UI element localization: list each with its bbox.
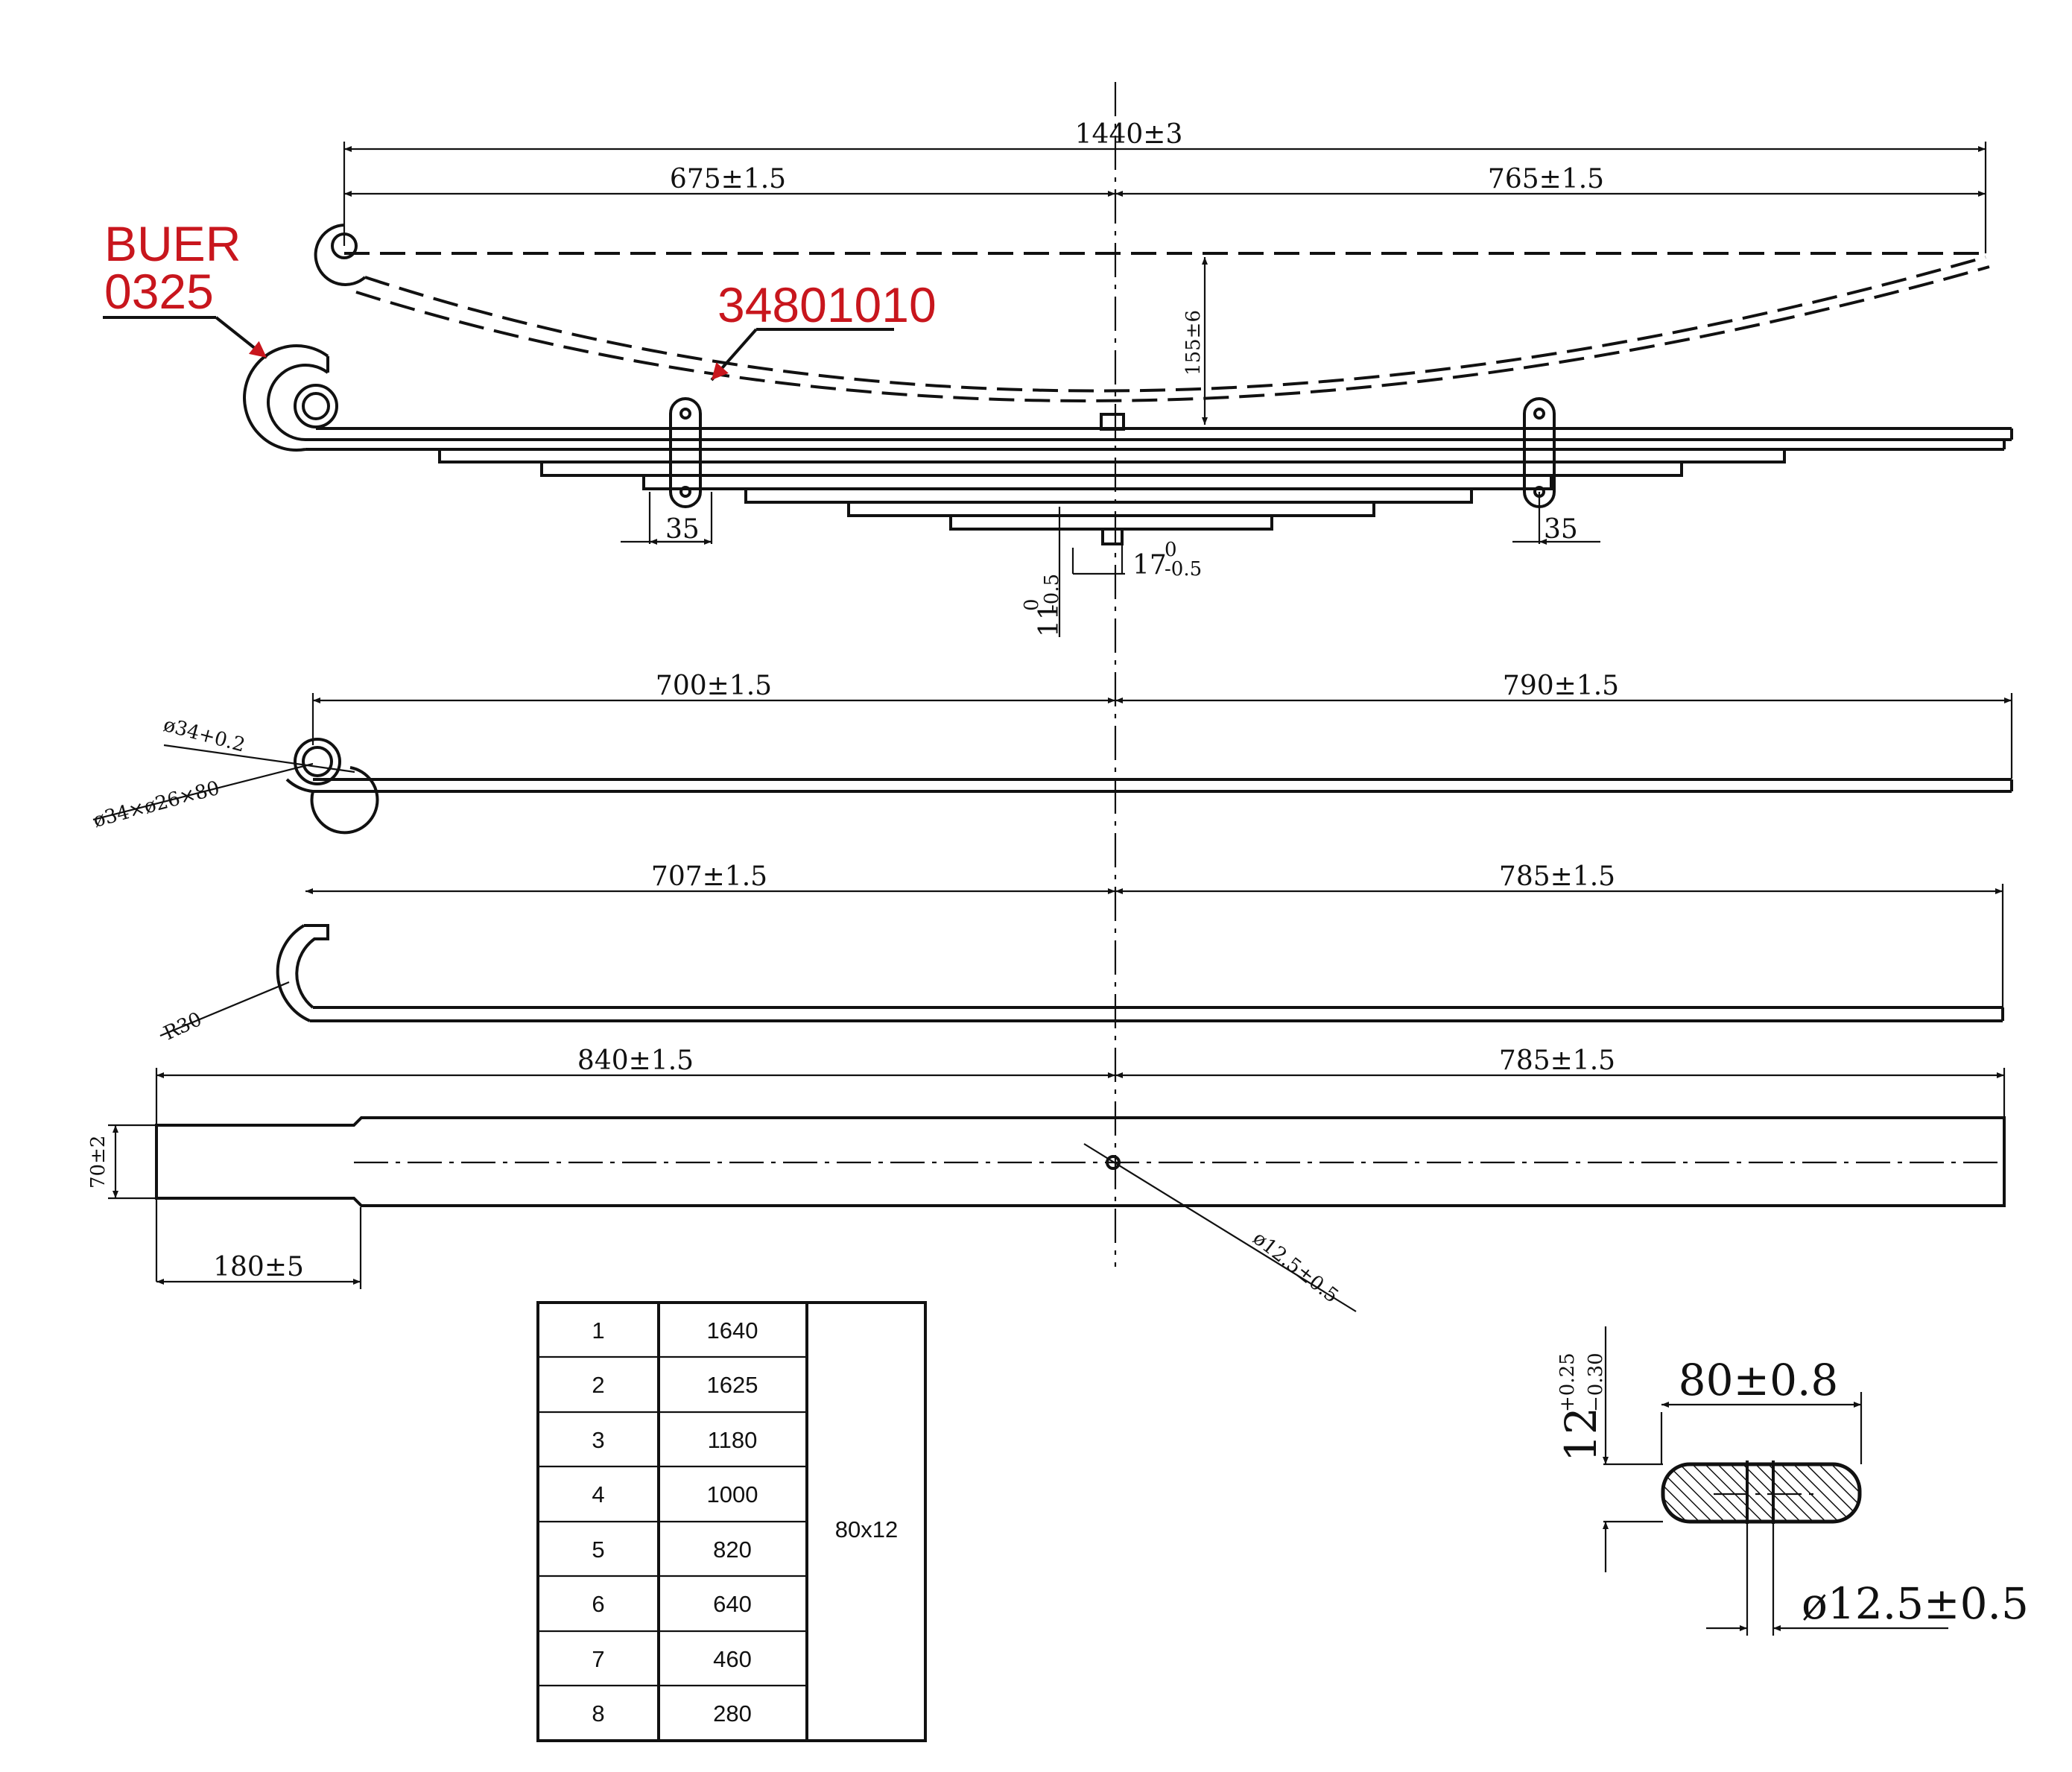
table-row: 3 1180 <box>592 1427 757 1453</box>
camber-dim: 155±6 <box>1182 257 1208 425</box>
part-number-callout: 34801010 <box>710 277 937 382</box>
leaf2-right-label: 785±1.5 <box>1499 861 1615 892</box>
section-thickness-label: 12 <box>1556 1407 1606 1462</box>
table-row: 2 1625 <box>592 1372 758 1398</box>
span-dims: 675±1.5 765±1.5 <box>344 164 1986 197</box>
free-state-outline <box>314 224 1990 402</box>
part-number-label: 34801010 <box>717 277 937 332</box>
svg-text:1180: 1180 <box>708 1427 758 1453</box>
svg-text:3: 3 <box>592 1427 604 1453</box>
section-thickness-tol-up: +0.25 <box>1556 1352 1579 1412</box>
left-span-label: 675±1.5 <box>670 164 786 194</box>
leaf2-left-label: 707±1.5 <box>651 861 767 892</box>
leaf2-detail: 707±1.5 785±1.5 R30 <box>159 861 2004 1045</box>
leaf1-left-label: 700±1.5 <box>656 671 772 701</box>
table-row: 5 820 <box>592 1537 751 1563</box>
plan-view: 840±1.5 785±1.5 ø12.5±0.5 70±2 180±5 <box>87 1045 2006 1312</box>
svg-text:2: 2 <box>592 1372 604 1398</box>
center-hole-label: ø12.5±0.5 <box>1249 1227 1343 1308</box>
svg-text:7: 7 <box>592 1646 604 1672</box>
bolt-b-tol-up: 0 <box>1021 598 1043 611</box>
bolt-a-tol-up: 0 <box>1165 539 1177 561</box>
section-thickness-tol-dn: −0.30 <box>1585 1352 1607 1412</box>
table-row: 8 280 <box>592 1700 751 1727</box>
eye-bushing-inner <box>294 384 338 428</box>
rebound-clip-right <box>1523 397 1556 508</box>
center-bolt-nut <box>1100 413 1125 431</box>
table-row: 7 460 <box>592 1646 751 1672</box>
leaf-stack <box>243 344 2013 545</box>
svg-text:4: 4 <box>592 1481 604 1507</box>
svg-text:640: 640 <box>713 1591 752 1617</box>
center-bolt-head <box>1101 528 1124 545</box>
brand-label: BUER <box>104 216 241 271</box>
overall-length-label: 1440±3 <box>1075 119 1183 150</box>
plan-width-label: 70±2 <box>87 1136 110 1189</box>
svg-text:1640: 1640 <box>707 1317 758 1344</box>
bolt-b-label: 11 <box>1034 603 1065 637</box>
wrap-radius-label: R30 <box>160 1008 205 1045</box>
cross-section: 80±0.8 12 +0.25 −0.30 ø12.5±0.5 <box>1556 1326 2029 1636</box>
table-row: 6 640 <box>592 1591 751 1617</box>
plan-right-label: 785±1.5 <box>1499 1045 1615 1076</box>
rebound-clip-left <box>669 397 702 508</box>
right-span-label: 765±1.5 <box>1488 164 1604 194</box>
svg-text:8: 8 <box>592 1700 604 1727</box>
bolt-a-label: 17 <box>1132 550 1167 580</box>
clip-dim-right: 35 <box>1512 492 1600 545</box>
svg-text:6: 6 <box>592 1591 604 1617</box>
svg-text:1000: 1000 <box>707 1481 758 1507</box>
svg-text:460: 460 <box>713 1646 752 1672</box>
brand-callout: BUER 0325 <box>103 216 268 359</box>
svg-text:1: 1 <box>592 1317 604 1344</box>
svg-text:1625: 1625 <box>707 1372 758 1398</box>
plan-left-label: 840±1.5 <box>577 1045 694 1076</box>
overall-length-dim: 1440±3 <box>343 119 1987 253</box>
table-row: 1 1640 <box>592 1317 758 1344</box>
leaf1-right-label: 790±1.5 <box>1503 671 1619 701</box>
svg-text:280: 280 <box>713 1700 752 1727</box>
taper-length-label: 180±5 <box>213 1252 304 1282</box>
section-width-label: 80±0.8 <box>1679 1355 1839 1405</box>
bolt-a-tol-dn: -0.5 <box>1165 558 1202 580</box>
leaf-table: 1 1640 2 1625 3 1180 4 1000 5 820 6 640 … <box>536 1301 927 1742</box>
clip-dim-left: 35 <box>621 492 713 545</box>
camber-label: 155±6 <box>1182 310 1205 376</box>
section-hole-label: ø12.5±0.5 <box>1802 1578 2029 1629</box>
table-row: 4 1000 <box>592 1481 758 1507</box>
table-section-cell: 80x12 <box>835 1516 898 1542</box>
svg-text:820: 820 <box>713 1537 752 1563</box>
bolt-b-tol-dn: -0.5 <box>1041 574 1063 611</box>
leaf1-detail: 700±1.5 790±1.5 ø34+0.2 ø34×ø26×80 <box>91 671 2013 835</box>
clip-left-label: 35 <box>665 514 700 545</box>
svg-text:5: 5 <box>592 1537 604 1563</box>
clip-right-label: 35 <box>1544 514 1578 545</box>
bushing-label: ø34×ø26×80 <box>91 777 222 832</box>
bolt-dims: 17 0 -0.5 11 0 -0.5 <box>1021 507 1202 637</box>
code-label: 0325 <box>104 264 214 319</box>
